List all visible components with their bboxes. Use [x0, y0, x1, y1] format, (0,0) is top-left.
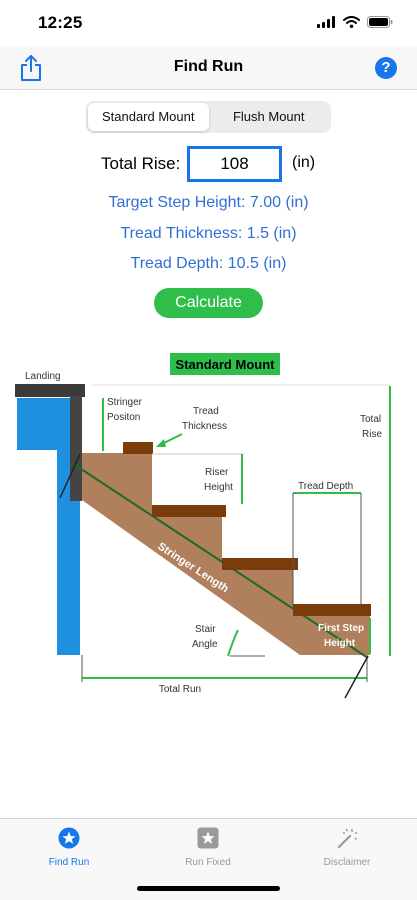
tread-depth-text: Tread Depth: 10.5 (in) — [130, 255, 287, 272]
star-square-icon — [197, 827, 219, 849]
page-title: Find Run — [173, 58, 244, 75]
diagram-title: Standard Mount — [176, 357, 276, 372]
status-time: 12:25 — [38, 13, 83, 32]
total-rise-input[interactable] — [187, 146, 282, 182]
first-step-height-label-2: Height — [324, 638, 356, 649]
tread-2 — [152, 505, 226, 517]
wifi-icon — [343, 16, 360, 28]
total-rise-unit: (in) — [292, 154, 316, 171]
first-step-height-label-1: First Step — [318, 623, 364, 634]
segment-standard-mount[interactable]: Standard Mount — [88, 103, 209, 131]
stringer-edge-line — [71, 462, 369, 659]
segment-flush-mount[interactable]: Flush Mount — [232, 109, 305, 124]
tread-bottom — [293, 604, 371, 616]
riser-height-label-1: Riser — [205, 467, 229, 478]
tread-thickness-arrowhead — [156, 439, 166, 447]
stair-angle-label-1: Stair — [195, 624, 216, 635]
stair-diagram: Standard Mount Landing Stringer Positon … — [15, 353, 391, 699]
help-button[interactable]: ? — [375, 57, 397, 79]
tread-thickness-label-2: Thickness — [182, 421, 227, 432]
diagram-title-background — [170, 353, 280, 375]
total-run-label: Total Run — [159, 684, 201, 695]
bottom-cut-line — [344, 655, 369, 699]
landing-slab — [15, 384, 85, 397]
magic-wand-icon — [337, 828, 358, 849]
tab-find-run[interactable]: Find Run — [14, 827, 124, 868]
stringer-position-label-2: Positon — [107, 412, 140, 423]
stair-angle-arc — [227, 629, 239, 657]
navigation-bar: Find Run ? — [0, 46, 417, 90]
tread-thickness-text: Tread Thickness: 1.5 (in) — [120, 225, 297, 242]
landing-post — [70, 396, 82, 501]
tread-3 — [222, 558, 298, 570]
tab-disclaimer[interactable]: Disclaimer — [292, 827, 402, 868]
home-indicator — [137, 886, 280, 891]
stringer-body — [82, 453, 370, 655]
battery-icon — [367, 16, 393, 28]
landing-wall — [17, 398, 57, 450]
tab-disclaimer-label: Disclaimer — [323, 857, 371, 868]
riser-height-label-2: Height — [204, 482, 233, 493]
total-rise-row: Total Rise: (in) — [0, 146, 417, 182]
total-rise-label-1: Total — [360, 414, 381, 425]
star-circle-icon — [58, 827, 80, 849]
total-rise-label: Total Rise: — [101, 154, 181, 173]
cellular-signal-icon — [317, 16, 335, 28]
total-rise-label-2: Rise — [362, 429, 382, 440]
stair-angle-label-2: Angle — [192, 639, 218, 650]
status-icons — [317, 16, 393, 28]
calculate-button[interactable]: Calculate — [154, 288, 263, 318]
tab-run-fixed-label: Run Fixed — [185, 857, 231, 868]
tab-run-fixed[interactable]: Run Fixed — [153, 827, 263, 868]
landing-label: Landing — [25, 371, 61, 382]
tread-thickness-label-1: Tread — [193, 406, 219, 417]
top-cut-line — [59, 453, 81, 499]
target-step-height-text: Target Step Height: 7.00 (in) — [108, 194, 309, 211]
tread-top — [123, 442, 153, 454]
stringer-position-label-1: Stringer — [107, 397, 143, 408]
tab-find-run-label: Find Run — [48, 857, 90, 868]
share-icon[interactable] — [18, 54, 44, 82]
status-bar: 12:25 — [0, 0, 417, 46]
mount-type-segmented-control: Standard Mount Flush Mount — [86, 101, 331, 133]
tread-depth-label: Tread Depth — [298, 481, 353, 492]
